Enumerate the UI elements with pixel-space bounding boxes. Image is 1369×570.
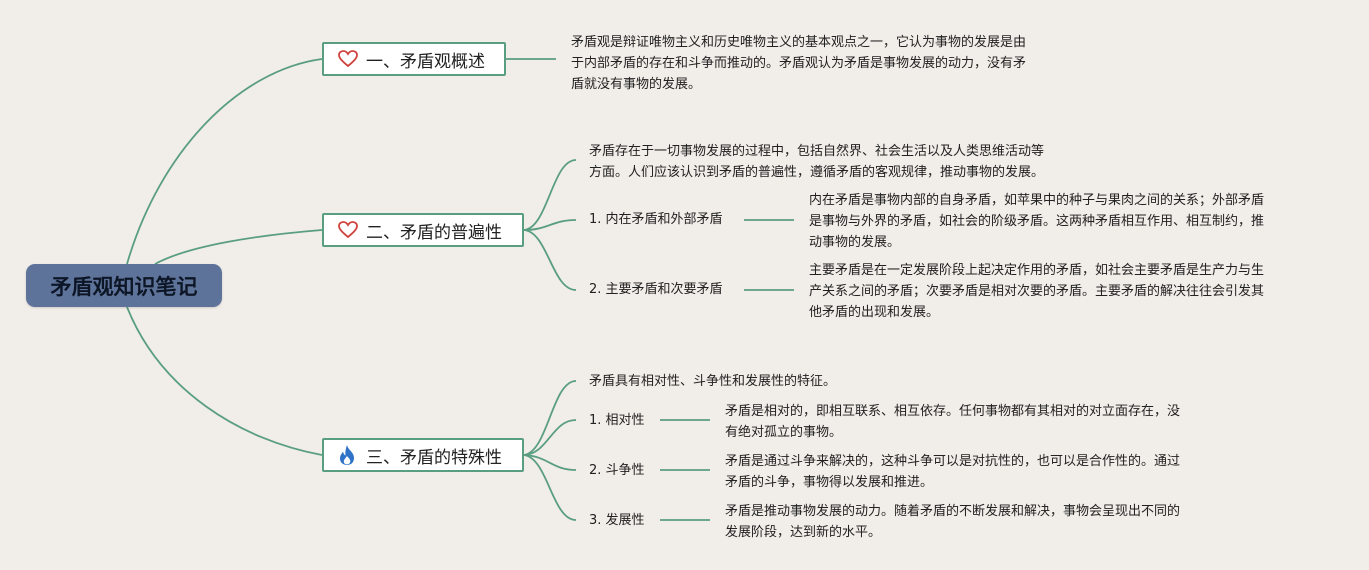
branch-node-overview[interactable]: 一、矛盾观概述: [322, 42, 506, 76]
connector-branch3-item2: [523, 454, 577, 471]
connector-branch3-intro: [523, 380, 577, 456]
branch-particularity-intro: 矛盾具有相对性、斗争性和发展性的特征。: [589, 374, 837, 389]
heart-outline-icon: [338, 221, 360, 239]
subtopic-text: 内在矛盾是事物内部的自身矛盾，如苹果中的种子与果肉之间的关系；外部矛盾 是事物与…: [809, 193, 1265, 250]
connector-branch2-intro: [523, 159, 577, 231]
subtopic-text: 矛盾是通过斗争来解决的，这种斗争可以是对抗性的，也可以是合作性的。通过 矛盾的斗…: [725, 454, 1181, 490]
branch-title: 三、矛盾的特殊性: [366, 447, 502, 468]
subtopic-label[interactable]: 3. 发展性: [589, 513, 645, 528]
connector-root-branch1: [126, 58, 323, 265]
subtopic-label[interactable]: 2. 主要矛盾和次要矛盾: [589, 282, 723, 297]
connector-branch3-item1: [523, 419, 577, 456]
branch-node-particularity[interactable]: 三、矛盾的特殊性: [322, 438, 524, 472]
branch-overview-text: 矛盾观是辩证唯物主义和历史唯物主义的基本观点之一，它认为事物的发展是由 于内部矛…: [571, 35, 1027, 92]
connector-branch3-item3: [523, 454, 577, 521]
subtopic-text: 主要矛盾是在一定发展阶段上起决定作用的矛盾，如社会主要矛盾是生产力与生 产关系之…: [809, 263, 1265, 320]
subtopic-label[interactable]: 1. 相对性: [589, 413, 645, 428]
connector-root-branch2: [154, 229, 323, 265]
connector-branch2-item1: [523, 219, 577, 231]
subtopic-text: 矛盾是推动事物发展的动力。随着矛盾的不断发展和解决，事物会呈现出不同的 发展阶段…: [725, 504, 1181, 540]
subtopic-label[interactable]: 2. 斗争性: [589, 463, 645, 478]
subtopic-label[interactable]: 1. 内在矛盾和外部矛盾: [589, 212, 723, 227]
branch-universality-intro: 矛盾存在于一切事物发展的过程中，包括自然界、社会生活以及人类思维活动等 方面。人…: [589, 144, 1045, 180]
subtopic-text: 矛盾是相对的，即相互联系、相互依存。任何事物都有其相对的对立面存在，没 有绝对孤…: [725, 404, 1181, 440]
branch-node-universality[interactable]: 二、矛盾的普遍性: [322, 213, 524, 247]
connector-root-branch3: [126, 306, 323, 456]
branch-title: 二、矛盾的普遍性: [366, 222, 502, 243]
root-node[interactable]: 矛盾观知识笔记: [26, 264, 222, 307]
connector-branch2-item2: [523, 229, 577, 291]
fire-icon: [338, 444, 360, 466]
heart-outline-icon: [338, 50, 360, 68]
root-title: 矛盾观知识笔记: [50, 274, 198, 299]
branch-title: 一、矛盾观概述: [366, 51, 485, 72]
